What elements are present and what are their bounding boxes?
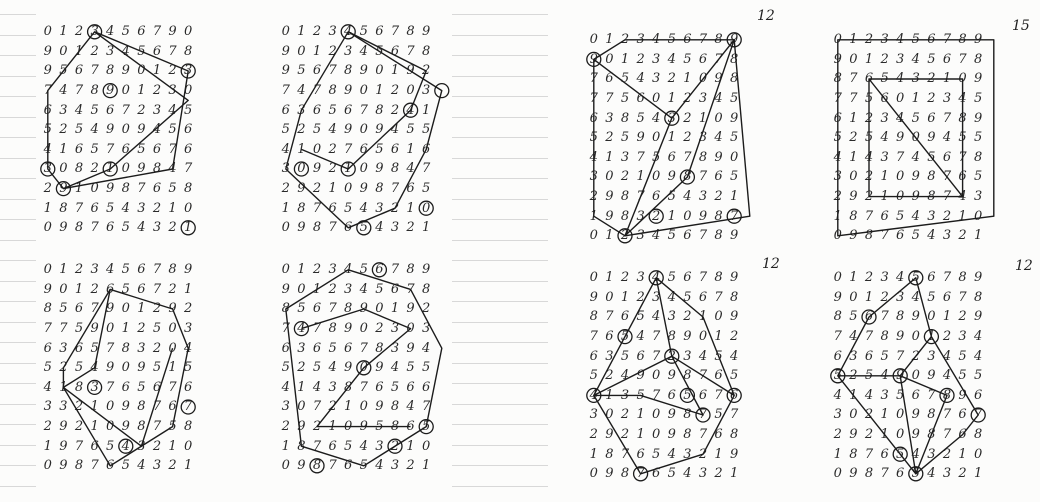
number-grid-panel-bottom-right-a: 0123456789901234567887654321097654789012… <box>586 268 756 488</box>
circled-digit-mark <box>649 209 663 223</box>
ruling-line <box>0 117 36 118</box>
inner-path-line <box>63 289 172 446</box>
ruling-line <box>0 137 36 138</box>
circled-digit-mark <box>181 221 195 235</box>
number-grid-panel-top-left-a: 0123456790901234567895678901237478901230… <box>40 22 210 242</box>
polygon-sketch <box>830 30 1000 250</box>
ruling-line <box>452 117 548 118</box>
ruling-line <box>452 322 548 323</box>
ruling-line <box>0 240 36 241</box>
ruling-line <box>452 158 548 159</box>
circled-digit-mark <box>372 263 386 277</box>
ruling-line <box>452 342 548 343</box>
circled-digit-mark <box>88 380 102 394</box>
number-grid-panel-bottom-right-b: 0123456789901234567885678901297478901234… <box>830 268 1000 488</box>
polygon-sketch <box>278 22 448 242</box>
ruling-line <box>0 486 36 487</box>
ruling-line <box>452 445 548 446</box>
ruling-line <box>0 404 36 405</box>
inner-path-line <box>63 32 188 189</box>
ruling-line <box>452 404 548 405</box>
outer-polygon-line <box>286 32 442 228</box>
ruling-line <box>452 137 548 138</box>
ruling-line <box>0 76 36 77</box>
polygon-sketch <box>830 268 1000 488</box>
number-grid-panel-bottom-left-b: 0123456789901234567885678901927478902303… <box>278 260 448 480</box>
ruling-line <box>0 55 36 56</box>
inner-path-line <box>594 40 734 236</box>
circled-digit-mark <box>294 162 308 176</box>
ruling-line <box>0 424 36 425</box>
ruling-line <box>452 55 548 56</box>
polygon-sketch <box>40 22 210 242</box>
circled-digit-mark <box>103 84 117 98</box>
circled-digit-mark <box>419 201 433 215</box>
ruling-line <box>452 35 548 36</box>
ruling-line <box>0 14 36 15</box>
ruling-line <box>452 219 548 220</box>
polygon-sketch <box>586 30 756 250</box>
inner-path-line <box>869 79 963 197</box>
polygon-sketch <box>40 260 210 480</box>
ruling-line <box>452 383 548 384</box>
outer-polygon-line <box>48 32 188 189</box>
ruling-line <box>0 281 36 282</box>
ruling-line <box>452 424 548 425</box>
ruling-line <box>0 363 36 364</box>
ruling-line <box>0 301 36 302</box>
circled-digit-mark <box>357 221 371 235</box>
inner-path-line <box>301 32 426 169</box>
ruling-line <box>452 301 548 302</box>
ruling-line <box>452 76 548 77</box>
outer-polygon-line <box>594 278 734 474</box>
ruling-line <box>0 465 36 466</box>
number-grid-panel-top-right-b: 0123456789901234567887654321097756012345… <box>830 30 1000 250</box>
ruling-line <box>0 96 36 97</box>
page-number-top-right: 15 <box>1012 18 1030 34</box>
ruling-line <box>0 342 36 343</box>
circled-digit-mark <box>727 209 741 223</box>
polygon-sketch <box>278 260 448 480</box>
number-grid-panel-top-left-b: 0123456789901234567895678901927478901203… <box>278 22 448 242</box>
ruling-line <box>452 465 548 466</box>
ruling-line <box>452 363 548 364</box>
page-number-top-left: 12 <box>757 8 775 24</box>
circled-digit-mark <box>294 322 308 336</box>
ruling-line <box>452 486 548 487</box>
ruling-line <box>452 281 548 282</box>
ruling-line <box>0 260 36 261</box>
ruling-line <box>452 199 548 200</box>
ruling-line <box>452 260 548 261</box>
ruling-line <box>0 445 36 446</box>
page-number-bottom-right: 12 <box>1015 258 1033 274</box>
ruling-line <box>0 35 36 36</box>
ruling-line <box>0 178 36 179</box>
inner-path-line <box>594 278 734 415</box>
ruling-line <box>452 178 548 179</box>
polygon-sketch <box>586 268 756 488</box>
circled-digit-mark <box>310 459 324 473</box>
ruling-line <box>452 240 548 241</box>
ruling-line <box>0 322 36 323</box>
ruling-line <box>0 158 36 159</box>
page-number-bottom-left: 12 <box>762 256 780 272</box>
outer-polygon-line <box>594 40 750 236</box>
number-grid-panel-bottom-left-a: 0123456789901265672185679012927759012503… <box>40 260 210 480</box>
ruling-line <box>452 96 548 97</box>
number-grid-panel-top-right-a: 0123456789901234567876543210987756012345… <box>586 30 756 250</box>
circled-digit-mark <box>181 400 195 414</box>
inner-path-line <box>301 309 410 427</box>
ruling-line <box>0 219 36 220</box>
ruling-line <box>452 14 548 15</box>
ruling-line <box>0 383 36 384</box>
inner-path-line <box>838 337 947 474</box>
ruling-line <box>0 199 36 200</box>
circled-digit-mark <box>119 439 133 453</box>
